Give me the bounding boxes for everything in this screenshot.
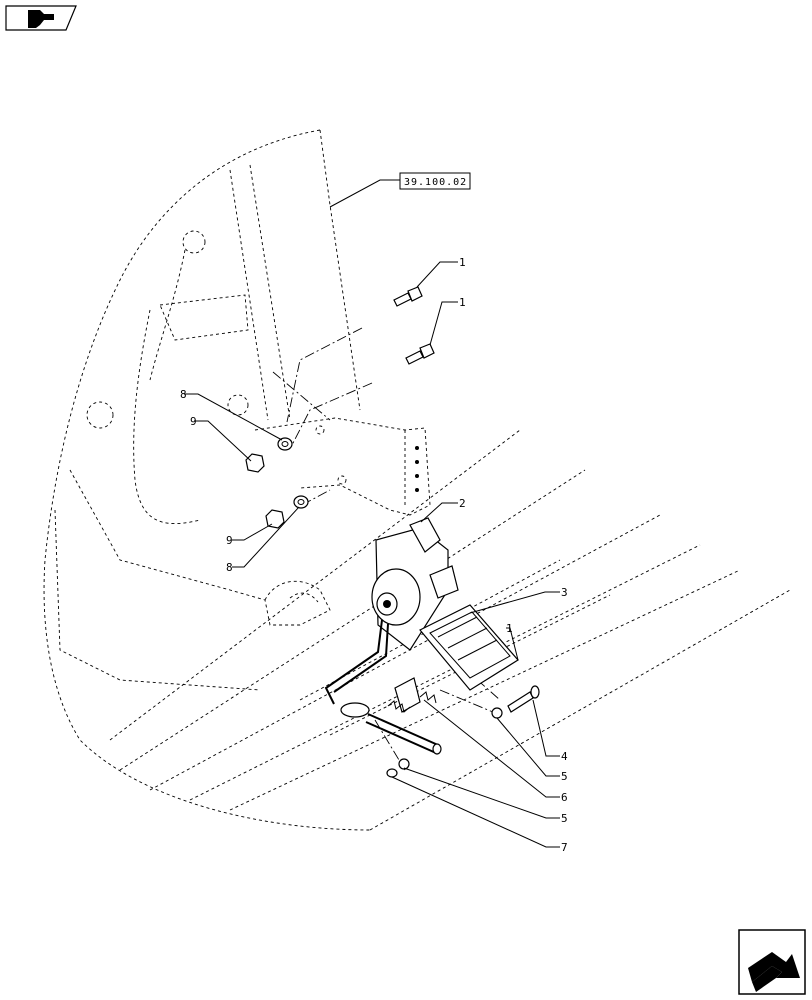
callout-8-lower: 8 [226,561,233,574]
callout-1-upper: 1 [459,256,466,269]
pedal-bracket [254,417,431,516]
next-page-arrow-icon[interactable] [738,929,806,995]
washer-lower [293,495,309,509]
pin [507,685,540,713]
reference-box[interactable]: 39.100.02 [399,172,471,190]
book-arrow-icon[interactable] [5,5,77,31]
nut-lower [265,509,285,529]
pedal-rod [324,619,442,755]
nut-upper [245,453,265,473]
washer-upper [277,437,293,451]
pedal-sensor [371,517,459,651]
callout-labels: 1 1 1 2 3 4 5 5 6 7 8 8 9 9 [180,256,568,854]
callout-1-middle: 1 [459,296,466,309]
spring-assembly [387,677,437,713]
washer-pin [491,707,503,719]
callout-8-upper: 8 [180,388,187,401]
leader-lines [184,179,560,848]
bolt-upper [393,286,423,307]
clip-rod [386,768,398,778]
washer-rod [398,758,410,770]
callout-9-upper: 9 [190,415,197,428]
callout-7: 7 [561,841,568,854]
callout-4: 4 [561,750,568,763]
reference-label: 39.100.02 [404,177,467,188]
callout-5-upper: 5 [561,770,568,783]
cab-structure-phantom [43,129,791,831]
callout-5-lower: 5 [561,812,568,825]
pedal-pad [419,604,519,691]
bolt-middle [405,343,435,365]
callout-3: 3 [561,586,568,599]
callout-9-lower: 9 [226,534,233,547]
callout-6: 6 [561,791,568,804]
callout-2: 2 [459,497,466,510]
callout-1-lower: 1 [506,622,513,635]
